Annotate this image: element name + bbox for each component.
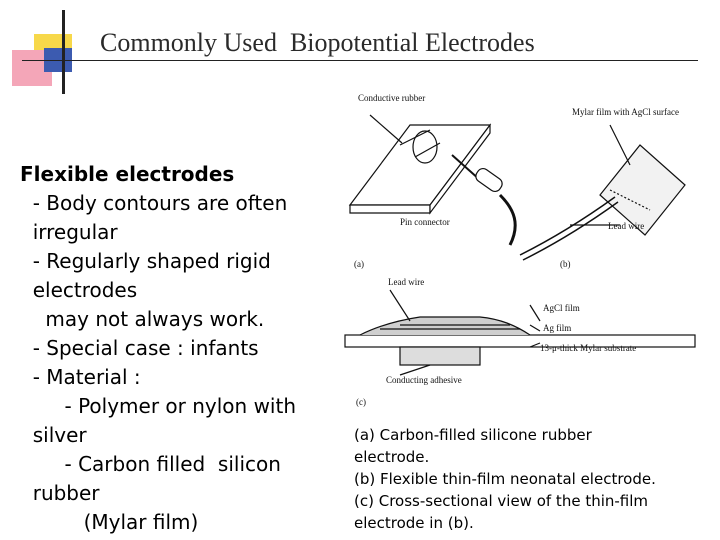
body-line: - Polymer or nylon with [20, 394, 297, 418]
panel-b-drawing [519, 124, 686, 261]
body-line: - Special case : infants [20, 336, 259, 360]
body-heading: Flexible electrodes [20, 162, 235, 186]
caption-line: (a) Carbon-filled silicone rubber [354, 426, 592, 444]
slide-title: Commonly Used Biopotential Electrodes [100, 28, 535, 57]
caption-line: electrode in (b). [354, 514, 474, 532]
label-agcl-film: AgCl film [543, 303, 580, 313]
label-ag-film: Ag film [543, 323, 571, 333]
decor-horizontal-line [22, 60, 698, 61]
body-line: irregular [20, 220, 118, 244]
label-panel-b: (b) [560, 259, 571, 269]
caption-line: (b) Flexible thin-film neonatal electrod… [354, 470, 656, 488]
body-line: (Mylar film) [20, 510, 199, 534]
label-mylar-film: Mylar film with AgCl surface [572, 107, 679, 117]
label-panel-c: (c) [356, 397, 366, 407]
decor-vertical-line [62, 10, 65, 94]
panel-a-drawing [348, 114, 517, 246]
electrode-figure-svg: Conductive rubber Pin connector Mylar fi… [344, 93, 696, 407]
body-line: - Carbon filled silicon [20, 452, 281, 476]
body-line: - Body contours are often [20, 191, 288, 215]
body-line: - Material : [20, 365, 141, 389]
electrode-figure: Conductive rubber Pin connector Mylar fi… [340, 85, 702, 415]
caption-line: (c) Cross-sectional view of the thin-fil… [354, 492, 649, 510]
body-line: rubber [20, 481, 100, 505]
label-mylar-substrate: 13-μ-thick Mylar substrate [540, 343, 636, 353]
figure-caption: (a) Carbon-filled silicone rubber electr… [354, 424, 710, 534]
body-line: silver [20, 423, 87, 447]
label-pin-connector: Pin connector [400, 217, 450, 227]
panel-c-drawing [344, 289, 696, 376]
label-lead-wire-c: Lead wire [388, 277, 424, 287]
caption-line: electrode. [354, 448, 430, 466]
label-conductive-rubber: Conductive rubber [358, 93, 425, 103]
body-text: Flexible electrodes - Body contours are … [20, 160, 340, 537]
body-line: - Regularly shaped rigid [20, 249, 271, 273]
body-line: electrodes [20, 278, 138, 302]
label-conducting-adhesive: Conducting adhesive [386, 375, 462, 385]
label-panel-a: (a) [354, 259, 364, 269]
body-line: may not always work. [20, 307, 265, 331]
label-lead-wire-b: Lead wire [608, 221, 644, 231]
